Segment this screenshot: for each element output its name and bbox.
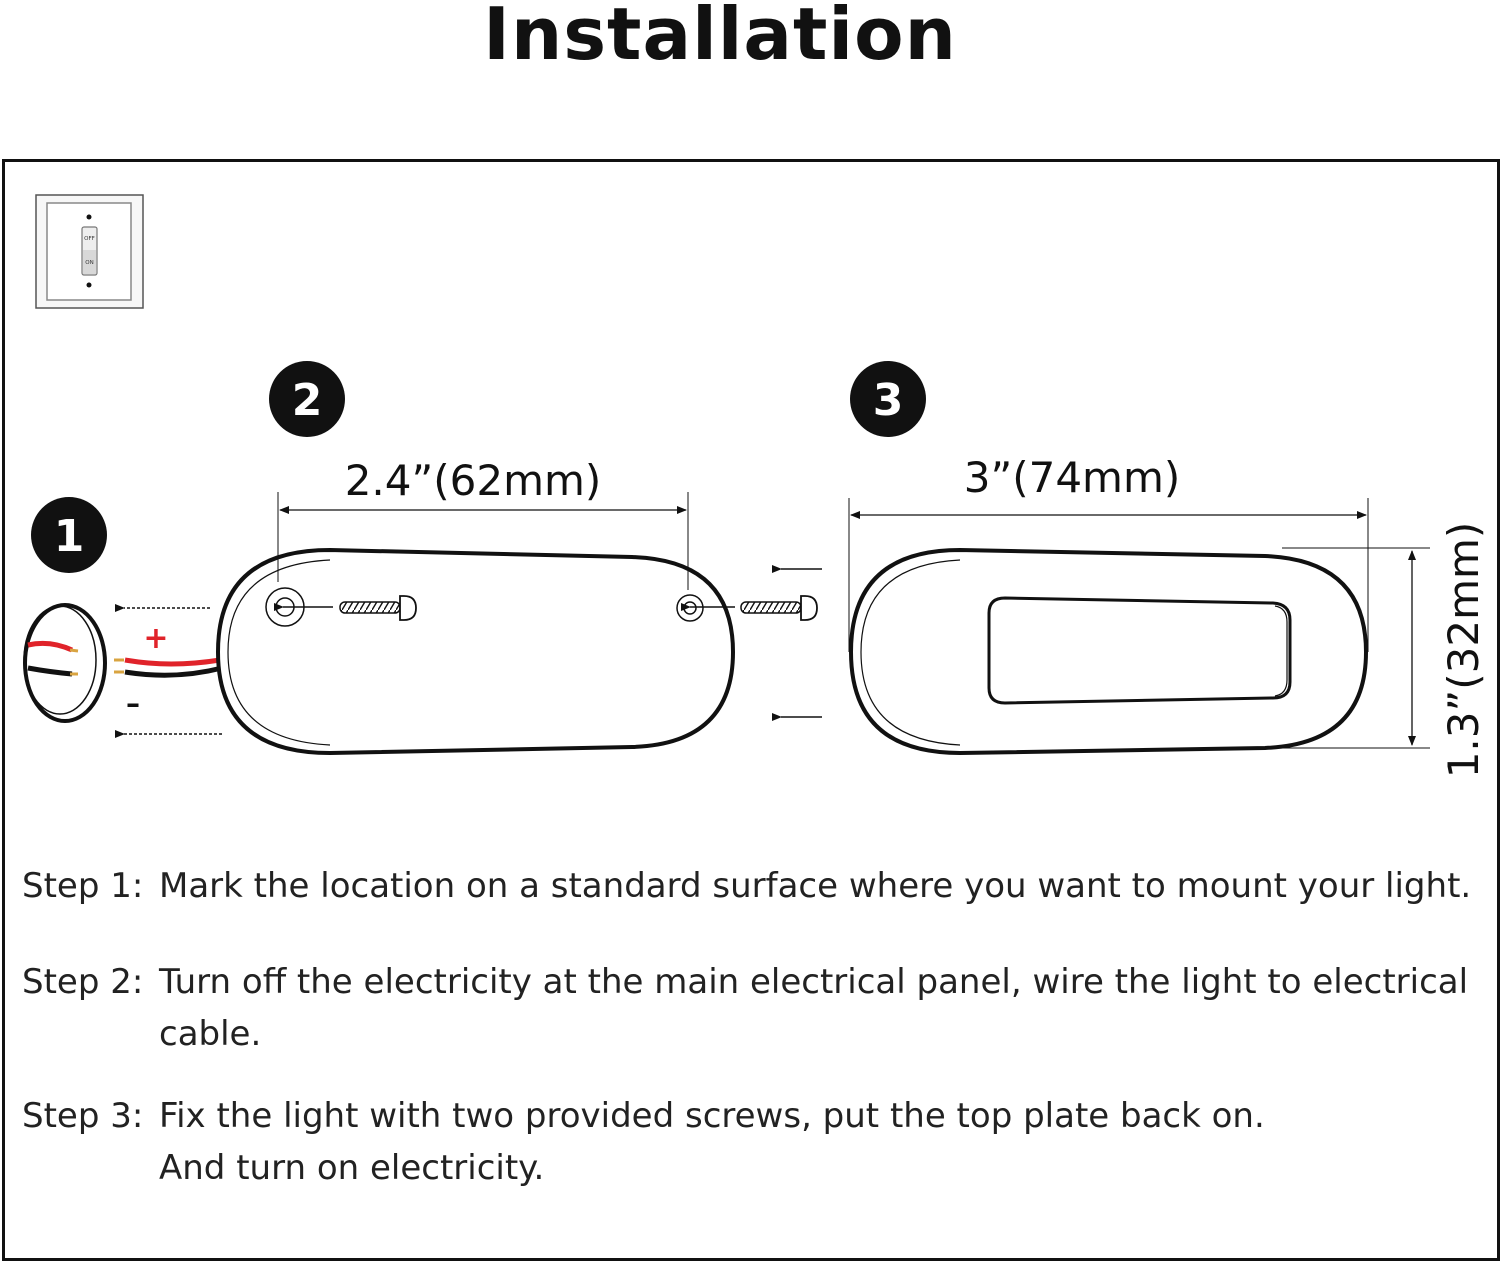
page-title: Installation: [483, 0, 957, 76]
step-2-text-line: cable.: [159, 1014, 262, 1054]
diagram-frame: [2, 159, 1500, 1261]
screw-icon: [740, 595, 818, 621]
wire-junction-icon: [23, 603, 107, 723]
negative-wire-label: –: [126, 687, 140, 720]
switch-off-label: OFF: [84, 236, 95, 242]
step-3-label: Step 3:: [22, 1096, 144, 1136]
step-1-text-line: Mark the location on a standard surface …: [159, 866, 1472, 906]
step-marker-2-number: 2: [292, 375, 323, 426]
step-marker-3-number: 3: [873, 375, 904, 426]
step-3-text-line: And turn on electricity.: [159, 1148, 545, 1188]
step-marker-2: 2: [269, 361, 345, 437]
step-2-text-line: Turn off the electricity at the main ele…: [159, 962, 1469, 1002]
dimension-mount-width: [277, 492, 689, 590]
light-switch-icon: OFF ON: [35, 194, 144, 309]
dimension-cover-width: [848, 498, 1369, 652]
power-wires: [114, 657, 223, 678]
cover-width-label: 3”(74mm): [964, 453, 1181, 502]
screw-icon: [339, 595, 417, 621]
step-1-label: Step 1:: [22, 866, 144, 906]
mount-width-label: 2.4”(62mm): [345, 456, 602, 505]
switch-on-label: ON: [85, 260, 93, 266]
height-label: 1.3”(32mm): [1439, 522, 1488, 779]
dimension-height: [1282, 547, 1430, 749]
step-2-label: Step 2:: [22, 962, 144, 1002]
step-3-text-line: Fix the light with two provided screws, …: [159, 1096, 1265, 1136]
light-cover-plate: [848, 547, 1369, 756]
positive-wire-label: +: [143, 621, 168, 656]
light-base-plate: [215, 547, 736, 756]
step-marker-1: 1: [31, 497, 107, 573]
step-marker-1-number: 1: [54, 511, 85, 562]
step-marker-3: 3: [850, 361, 926, 437]
